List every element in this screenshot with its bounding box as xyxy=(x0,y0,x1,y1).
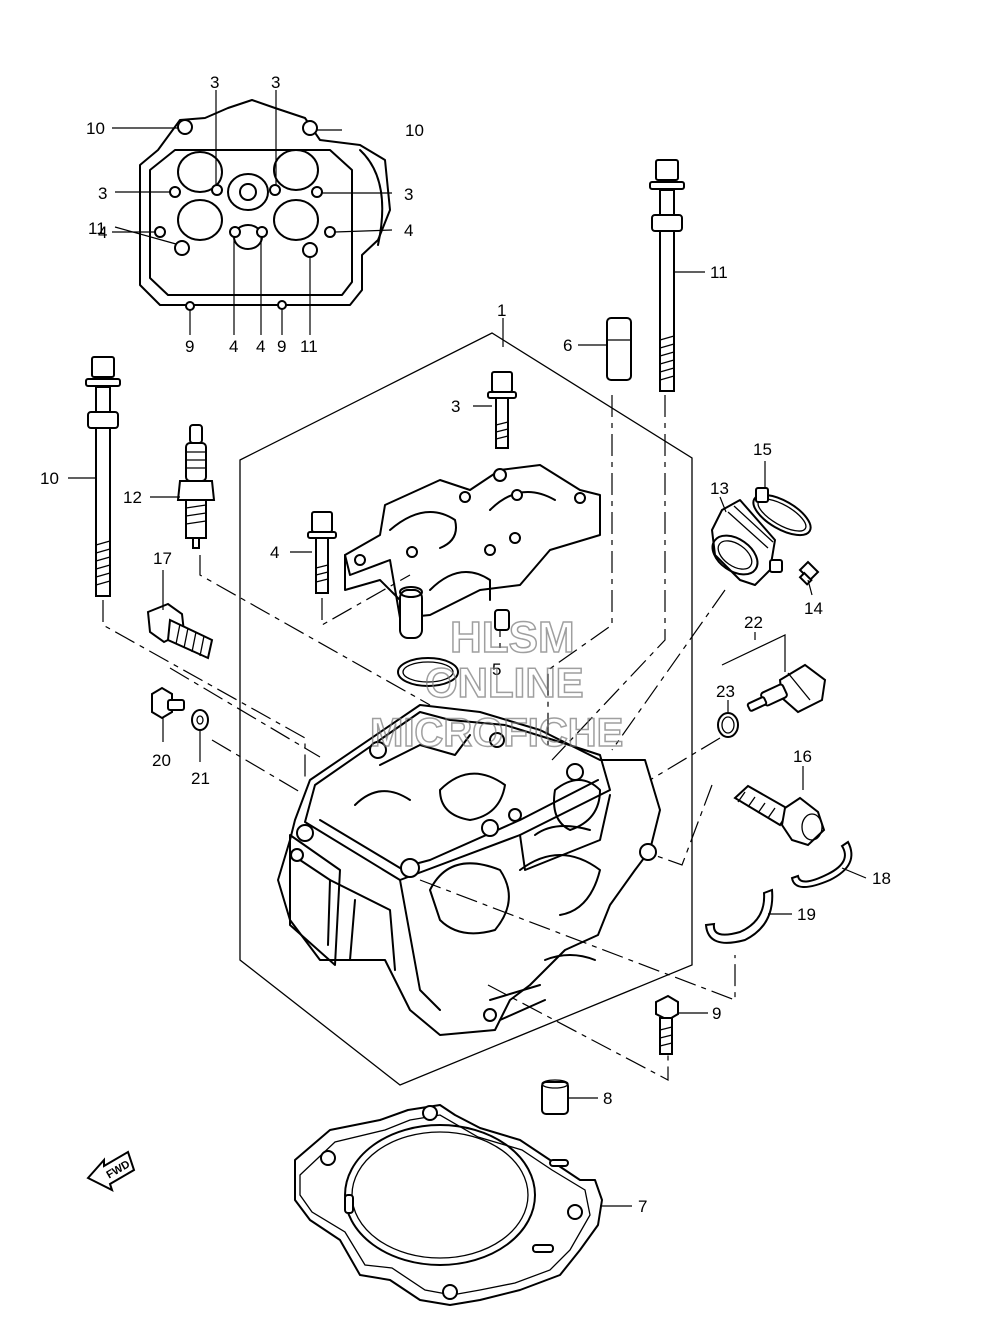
watermark-line-3: MICROFICHE xyxy=(370,711,623,755)
top-view-labels: 10 3 11 4 3 3 10 3 4 9 4 4 9 11 xyxy=(86,73,424,356)
callout-1: 1 xyxy=(497,301,506,320)
callout-3-left: 3 xyxy=(98,184,107,203)
part-18-ring xyxy=(790,840,853,888)
callout-11: 11 xyxy=(710,263,728,282)
part-14-screw xyxy=(798,560,820,586)
callout-21: 21 xyxy=(191,769,210,788)
callout-20: 20 xyxy=(152,751,171,770)
watermark: HLSM ONLINE MICROFICHE xyxy=(369,612,624,756)
part-4-bolt xyxy=(307,511,337,594)
callout-9-bottom: 9 xyxy=(185,337,194,356)
part-3-bolt xyxy=(487,371,517,449)
callout-4-bottom: 4 xyxy=(229,337,238,356)
callout-3-top-right: 3 xyxy=(271,73,280,92)
callout-4: 4 xyxy=(270,543,279,562)
main-labels: 1 3 4 5 6 7 8 9 10 11 12 13 14 15 16 17 … xyxy=(40,263,891,1216)
part-16-bolt xyxy=(733,784,826,847)
cam-holder xyxy=(344,464,601,639)
callout-4-bottom-2: 4 xyxy=(256,337,265,356)
watermark-line-2: ONLINE xyxy=(425,659,584,706)
callout-23: 23 xyxy=(716,682,735,701)
main-leaders xyxy=(68,271,867,1207)
part-15-clamp xyxy=(752,487,812,537)
part-13-intake-pipe xyxy=(711,499,783,586)
part-7-gasket xyxy=(294,1104,603,1306)
callout-4-right: 4 xyxy=(404,221,413,240)
callout-3-right: 3 xyxy=(404,185,413,204)
callout-18: 18 xyxy=(872,869,891,888)
callout-11-bottom: 11 xyxy=(300,337,318,356)
fwd-arrow: FWD xyxy=(86,1150,136,1192)
callout-9-bottom-2: 9 xyxy=(277,337,286,356)
assembly-outline xyxy=(239,318,693,1086)
callout-22: 22 xyxy=(744,613,763,632)
top-view-head xyxy=(139,99,391,311)
part-17-bolt xyxy=(146,602,214,660)
callout-8: 8 xyxy=(603,1089,612,1108)
top-view-leaders xyxy=(112,90,393,335)
callout-4-left: 4 xyxy=(98,223,107,242)
callout-7: 7 xyxy=(638,1197,647,1216)
part-20-plug xyxy=(151,686,185,720)
part-9-bolt xyxy=(655,994,679,1055)
callout-12: 12 xyxy=(123,488,142,507)
part-23-o-ring xyxy=(717,712,739,738)
callout-15: 15 xyxy=(753,440,772,459)
callout-9: 9 xyxy=(712,1004,721,1023)
callout-11-left: 11 xyxy=(88,219,106,238)
watermark-line-1: HLSM xyxy=(450,613,575,662)
part-1-cylinder-head xyxy=(277,704,661,1036)
callout-19: 19 xyxy=(797,905,816,924)
callout-10-right: 10 xyxy=(405,121,424,140)
callout-10: 10 xyxy=(40,469,59,488)
part-8-dowel xyxy=(541,1079,569,1115)
part-6-guide xyxy=(606,317,632,381)
callout-14: 14 xyxy=(804,599,823,618)
part-11-long-bolt xyxy=(649,159,685,392)
callout-16: 16 xyxy=(793,747,812,766)
part-22-sensor xyxy=(746,663,827,714)
callout-6: 6 xyxy=(563,336,572,355)
part-5-o-ring xyxy=(397,657,459,687)
part-19-ring xyxy=(704,888,774,944)
callout-10-left: 10 xyxy=(86,119,105,138)
callout-13: 13 xyxy=(710,479,729,498)
part-12-spark-plug xyxy=(176,424,216,549)
alignment-lines xyxy=(102,395,736,1081)
callout-3: 3 xyxy=(451,397,460,416)
callout-17: 17 xyxy=(153,549,172,568)
part-21-washer xyxy=(191,709,209,731)
part-10-long-bolt xyxy=(85,356,121,597)
callout-3-top-left: 3 xyxy=(210,73,219,92)
callout-5: 5 xyxy=(492,660,501,679)
